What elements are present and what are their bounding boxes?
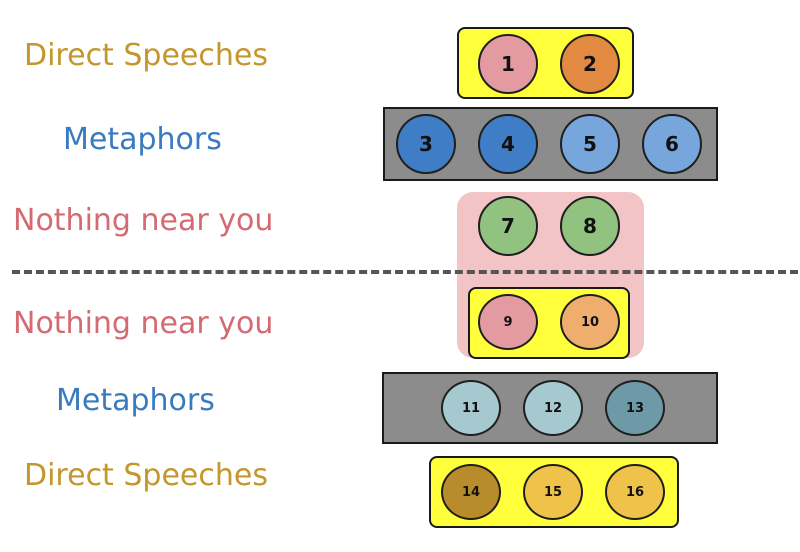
circle-5: 5: [560, 114, 620, 174]
label-direct-speeches-bottom: Direct Speeches: [24, 458, 268, 493]
circle-15: 15: [523, 464, 583, 520]
label-nothing-near-you-bottom: Nothing near you: [13, 306, 274, 341]
circle-16: 16: [605, 464, 665, 520]
separator-line: [12, 270, 798, 274]
circle-1: 1: [478, 34, 538, 94]
circle-12: 12: [523, 380, 583, 436]
circle-13: 13: [605, 380, 665, 436]
circle-7: 7: [478, 196, 538, 256]
label-direct-speeches-top: Direct Speeches: [24, 38, 268, 73]
circle-8: 8: [560, 196, 620, 256]
circle-3: 3: [396, 114, 456, 174]
label-nothing-near-you-top: Nothing near you: [13, 203, 274, 238]
label-metaphors-bottom: Metaphors: [56, 383, 215, 418]
label-metaphors-top: Metaphors: [63, 122, 222, 157]
circle-4: 4: [478, 114, 538, 174]
circle-6: 6: [642, 114, 702, 174]
circle-14: 14: [441, 464, 501, 520]
circle-11: 11: [441, 380, 501, 436]
circle-2: 2: [560, 34, 620, 94]
circle-10: 10: [560, 294, 620, 350]
circle-9: 9: [478, 294, 538, 350]
